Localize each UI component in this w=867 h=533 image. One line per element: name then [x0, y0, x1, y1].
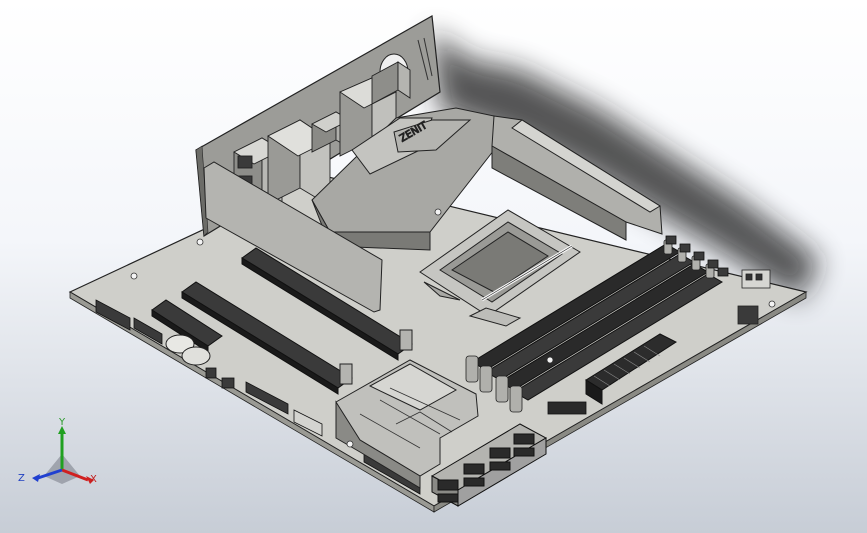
- sata-ports: [430, 423, 548, 507]
- z-axis-line: [37, 468, 63, 480]
- right-edge-connector: [737, 269, 771, 325]
- x-axis-arrow: [86, 476, 94, 484]
- drop-shadow: [430, 30, 820, 300]
- pcie-slot-1: [241, 247, 413, 361]
- atx-power-connector: [585, 333, 678, 405]
- vrm-heatsink-top: ZENIT: [311, 107, 495, 251]
- z-axis-label: Z: [18, 473, 25, 484]
- io-shield-text-marks: [417, 37, 433, 81]
- x-axis-label: X: [90, 474, 97, 485]
- io-port-stack-5: [371, 61, 411, 105]
- z-axis-arrow: [32, 474, 40, 482]
- y-axis-arrow: [58, 426, 66, 434]
- coordinate-triad: Y Z X: [18, 418, 108, 498]
- fan-headers: [665, 235, 729, 277]
- mounting-holes: [130, 208, 776, 448]
- left-edge-headers: [95, 299, 587, 495]
- cmos-battery: [165, 334, 211, 366]
- triad-graphic: [32, 426, 94, 484]
- io-port-stack-2: [267, 119, 331, 207]
- pcie-slot-2: [181, 281, 353, 395]
- audio-cover: [203, 161, 383, 313]
- x-axis-line: [61, 468, 89, 482]
- chipset-heatsink: [335, 359, 479, 489]
- vrm-heatsink-side: [491, 115, 663, 241]
- cpu-socket: [419, 209, 581, 327]
- y-axis-label: Y: [59, 417, 66, 428]
